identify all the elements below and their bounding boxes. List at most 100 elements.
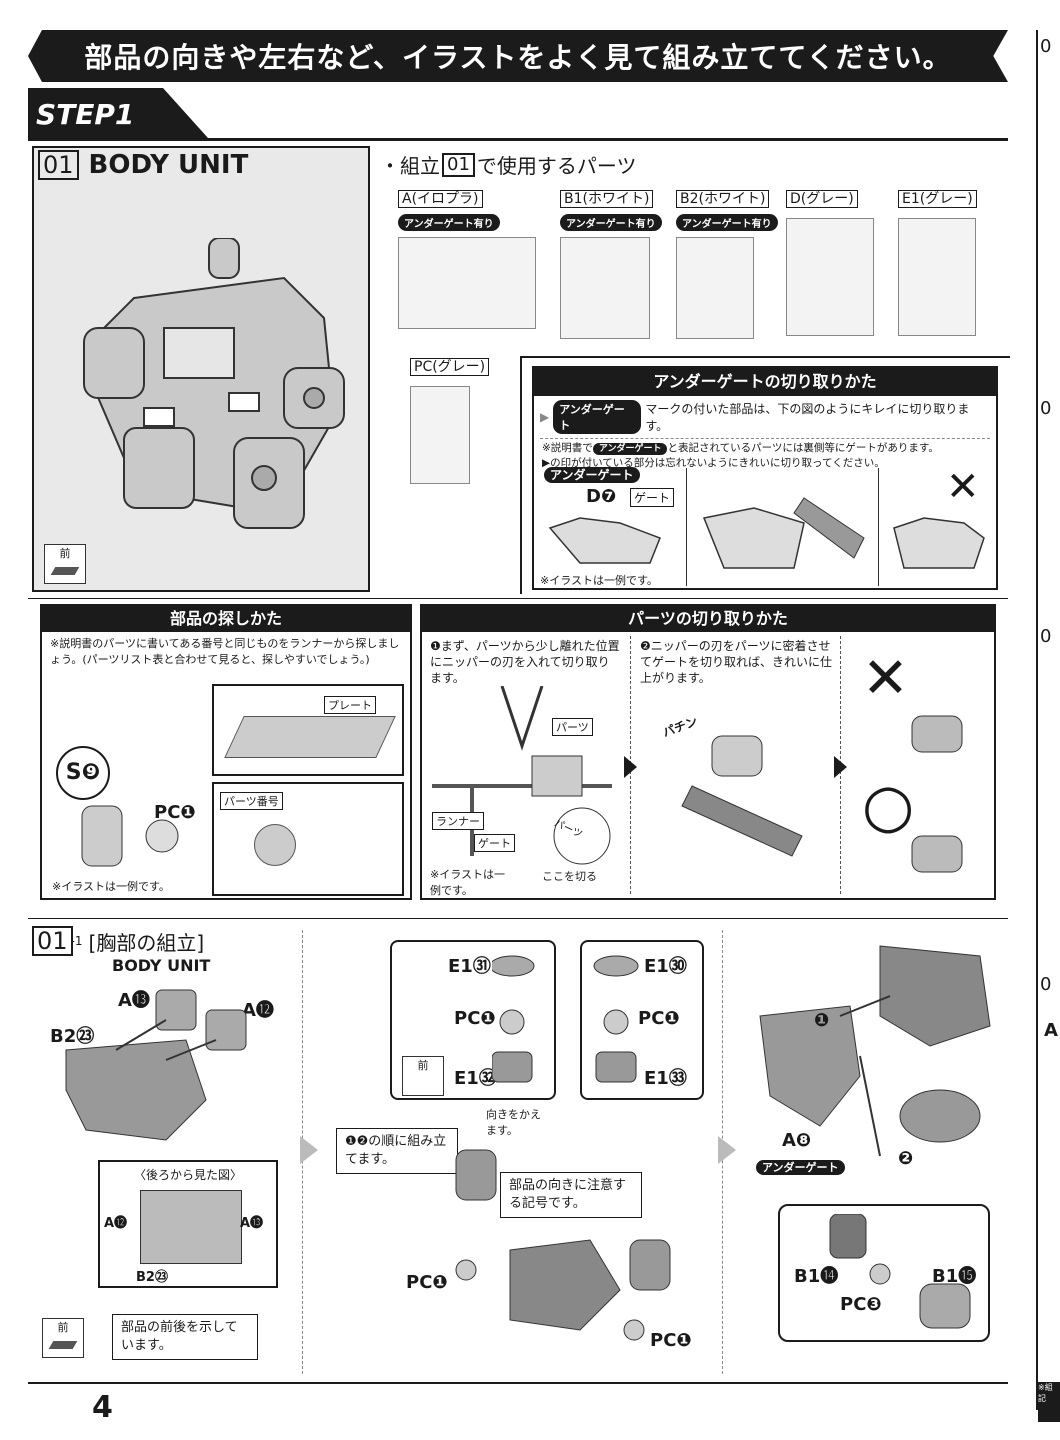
b1-box: B1⓮ B1⓯ PC❸: [778, 1204, 990, 1342]
label-a8: A❽: [782, 1130, 812, 1151]
flow-arrow-1: [300, 1136, 318, 1164]
find-parts-title: 部品の探しかた: [42, 606, 410, 632]
turn-note: 向きをかえます。: [486, 1108, 541, 1137]
cut-o-mark: ○: [862, 771, 915, 841]
cut-arrow-1: [624, 756, 637, 778]
body-unit-panel: 01 BODY UNIT 前: [32, 146, 370, 592]
undergate-wrong-illustration: [893, 517, 985, 569]
back-view-title: 〈後ろから見た図〉: [133, 1168, 242, 1182]
undergate-line1-row: ▶ アンダーゲート マークの付いた部品は、下の図のようにキレイに切り取ります。: [534, 396, 996, 438]
cut-parts-box: パーツの切り取りかた ❶まず、パーツから少し離れた位置にニッパーの刃を入れて切り…: [420, 604, 996, 900]
label-c1: ❶: [814, 1010, 830, 1031]
parts-heading-prefix: ・組立: [380, 154, 440, 178]
right-tab-1: 0: [1040, 36, 1052, 57]
cut-right-part: [911, 835, 963, 873]
undergate-pill: アンダーゲート: [553, 400, 642, 434]
label-pc3: PC❸: [840, 1294, 882, 1315]
undergate-badge: アンダーゲート: [544, 467, 640, 483]
runner-e1-label: E1(グレー): [898, 190, 977, 208]
chest-assembly-illustration: [65, 989, 247, 1141]
front-indicator: 前: [44, 544, 86, 584]
cut-parts-label: パーツ: [552, 718, 593, 736]
find-part-illustration: [81, 805, 179, 867]
runner-a-image: [398, 237, 536, 329]
back-a12: A⓬: [104, 1216, 128, 1231]
parts-heading: ・組立 01 で使用するパーツ: [380, 150, 637, 179]
label-b1-14: B1⓮: [794, 1266, 839, 1287]
plate-closeup: プレート: [212, 684, 404, 776]
undergate-x-mark: ✕: [946, 464, 980, 510]
right-tab-2: 0: [1040, 398, 1052, 419]
undergate-nipper-illustration: [702, 497, 865, 569]
right-tab-3: 0: [1040, 626, 1052, 647]
front-indicator-2: 前: [42, 1318, 84, 1358]
right-note: ※組 記: [1038, 1382, 1060, 1422]
front-back-note: 部品の前後を示しています。: [112, 1314, 258, 1360]
runner-a-label: A(イロプラ): [398, 190, 483, 208]
runner-b2-undergate-pill: アンダーゲート有り: [676, 214, 778, 231]
order-note: ❶❷の順に組み立てます。: [336, 1128, 458, 1174]
label-pc1-d: PC❶: [650, 1330, 692, 1351]
runner-b1-undergate-pill: アンダーゲート有り: [560, 214, 662, 231]
sub-step-heading: 01 -1 [胸部の組立]: [32, 926, 204, 956]
label-a13: A⓭: [118, 990, 150, 1011]
e1-31-box: E1㉛ PC❶ E1㉜ 前: [390, 940, 556, 1100]
runner-b2-label: B2(ホワイト): [676, 190, 770, 208]
runner-b2-image: [676, 237, 754, 339]
flow-arrow-2: [718, 1136, 736, 1164]
sub-step-sup: -1: [70, 934, 83, 948]
sub-step-unit: BODY UNIT: [112, 956, 211, 975]
undergate-line1: マークの付いた部品は、下の図のようにキレイに切り取ります。: [645, 402, 970, 433]
part-number-closeup: パーツ番号: [212, 782, 404, 896]
undergate-badge-wrap: アンダーゲート: [544, 464, 640, 483]
body-unit-illustration: [83, 238, 345, 529]
triangle-icon: ▶: [540, 410, 550, 424]
runner-b2: B2(ホワイト) アンダーゲート有り: [676, 188, 778, 339]
back-b2: B2㉓: [136, 1270, 168, 1285]
label-b1-15: B1⓯: [932, 1266, 977, 1287]
runner-pc-label: PC(グレー): [410, 358, 490, 376]
cut-wrong-part: [911, 715, 963, 753]
torso-assembly-illustration: [455, 1149, 671, 1341]
undergate-frame: [520, 356, 1010, 594]
runner-e1: E1(グレー): [898, 188, 977, 336]
undergate-part-illustration: [548, 517, 661, 564]
runner-b1-image: [560, 237, 650, 339]
label-e1-32: E1㉜: [454, 1068, 497, 1089]
runner-d-label: D(グレー): [786, 190, 858, 208]
runner-pc: PC(グレー): [410, 356, 490, 484]
step-tab: STEP1: [28, 88, 208, 138]
undergate-note-post: と表記されているパーツには裏側等にゲートがあります。: [667, 442, 939, 454]
cut-arrow-2: [834, 756, 847, 778]
parts-heading-num: 01: [442, 152, 475, 177]
instruction-banner: 部品の向きや左右など、イラストをよく見て組み立ててください。: [28, 30, 1008, 82]
front-label-2: 前: [57, 1321, 69, 1334]
back-a13: A⓭: [240, 1216, 264, 1231]
step-rule: [28, 138, 1008, 141]
cut-x-mark: ✕: [862, 646, 909, 711]
orientation-note: 部品の向きに注意する記号です。: [500, 1172, 642, 1218]
runner-a-undergate-pill: アンダーゲート有り: [398, 214, 500, 231]
undergate-note2: ▶の印が付いている部分は忘れないようにきれいに切り取ってください。: [542, 457, 885, 469]
undergate-note-pill: アンダーゲート: [592, 443, 668, 455]
chest-final-illustration: [759, 945, 991, 1157]
front-indicator-3: 前: [402, 1056, 444, 1096]
front-arrow-icon: [50, 567, 80, 575]
label-a12: A⓬: [242, 1000, 274, 1021]
undergate-gate-label: ゲート: [630, 488, 675, 507]
label-e1-33: E1㉝: [644, 1068, 687, 1089]
undergate-box: アンダーゲートの切り取りかた ▶ アンダーゲート マークの付いた部品は、下の図の…: [532, 366, 998, 590]
runner-b1-label: B1(ホワイト): [560, 190, 654, 208]
undergate-note-pre: ※説明書で: [542, 442, 593, 454]
runner-d-image: [786, 218, 874, 336]
runner-e1-image: [898, 218, 976, 336]
undergate-note: ※説明書でアンダーゲートと表記されているパーツには裏側等にゲートがあります。 ▶…: [534, 439, 996, 472]
part-number-label: パーツ番号: [220, 792, 283, 810]
cut-example: ※イラストは一例です。: [430, 868, 505, 897]
sub-step-num: 01: [32, 926, 73, 956]
banner-text: 部品の向きや左右など、イラストをよく見て組み立ててください。: [84, 41, 952, 74]
label-pc1-c: PC❶: [406, 1272, 448, 1293]
section-title: BODY UNIT: [88, 150, 249, 180]
pc1-callout: PC❶: [154, 802, 196, 823]
cut-gate-label: ゲート: [474, 834, 515, 852]
